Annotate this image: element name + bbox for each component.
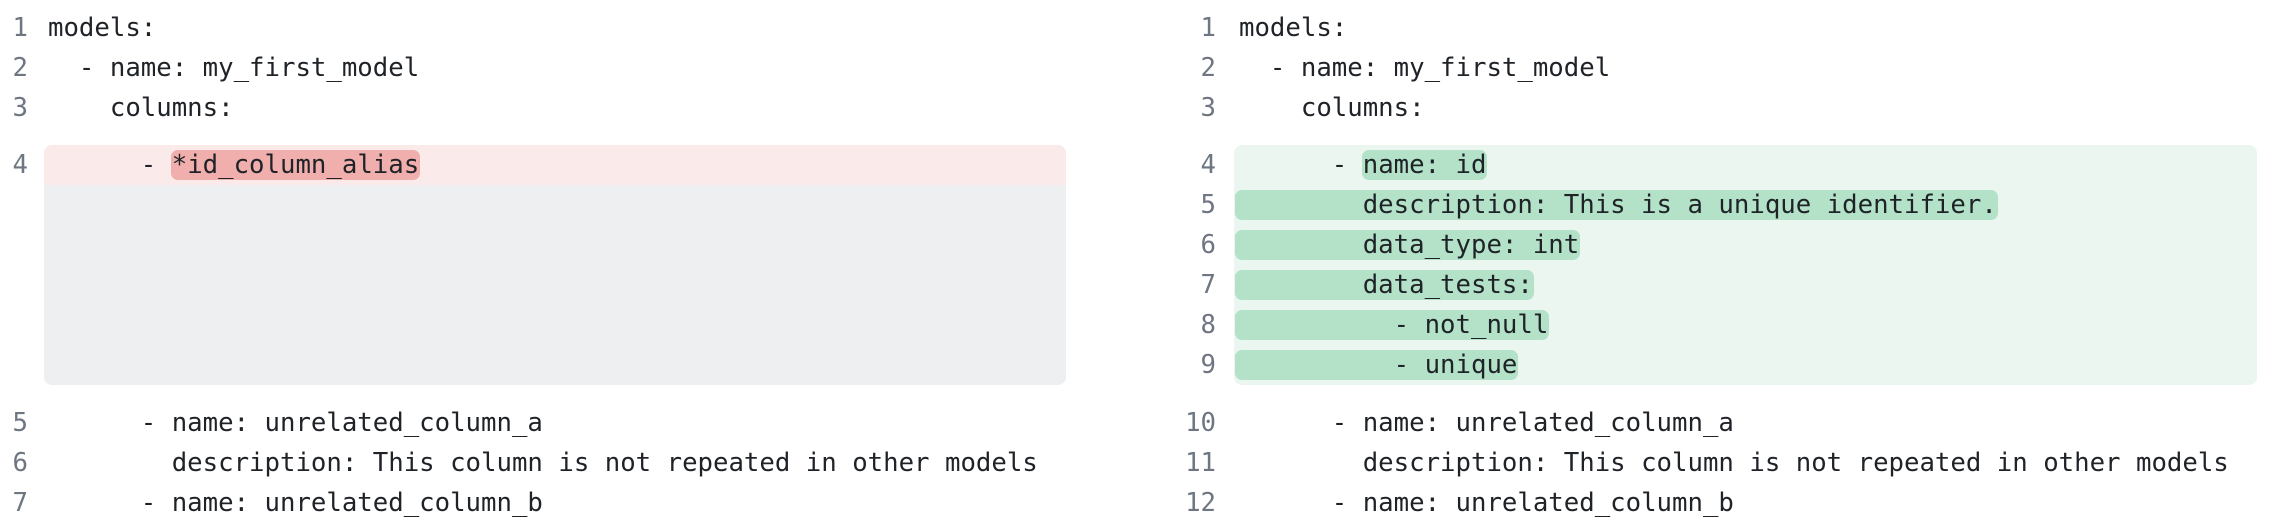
line-code: description: This is a unique identifier… (1235, 185, 1998, 225)
line-prefix: - (1239, 150, 1363, 180)
changed-text-highlight: - not_null (1235, 310, 1550, 340)
line-code: - name: unrelated_column_a (1239, 408, 1734, 438)
code-line: 11 description: This column is not repea… (1150, 443, 2270, 483)
line-number: 9 (1200, 350, 1216, 380)
added-line: 8 - not_null (1150, 305, 2270, 345)
changed-text-highlight: description: This is a unique identifier… (1235, 190, 1998, 220)
line-code: - name: unrelated_column_b (1239, 488, 1734, 518)
added-line: 7 data_tests: (1150, 265, 2270, 305)
changed-text-highlight: data_type: int (1235, 230, 1581, 260)
removed-hunk (44, 145, 1066, 385)
line-code: models: (1239, 13, 1348, 43)
line-code: - name: id (1239, 145, 1488, 185)
line-number: 1 (1200, 13, 1216, 43)
line-code: models: (48, 13, 157, 43)
line-number: 4 (1200, 150, 1216, 180)
line-number: 3 (1200, 93, 1216, 123)
line-code: data_tests: (1235, 265, 1534, 305)
line-number: 5 (1200, 190, 1216, 220)
line-number: 2 (12, 53, 28, 83)
removed-line: 4 - *id_column_alias (0, 145, 1080, 185)
added-line: 4 - name: id (1150, 145, 2270, 185)
line-code: - name: unrelated_column_b (48, 488, 543, 518)
line-code: - not_null (1235, 305, 1550, 345)
line-number: 4 (12, 150, 28, 180)
line-number: 3 (12, 93, 28, 123)
code-line: 12 - name: unrelated_column_b (1150, 483, 2270, 523)
line-number: 2 (1200, 53, 1216, 83)
code-line: 6 description: This column is not repeat… (0, 443, 1080, 483)
added-line: 5 description: This is a unique identifi… (1150, 185, 2270, 225)
line-code: - name: my_first_model (48, 53, 420, 83)
line-number: 11 (1185, 448, 1216, 478)
code-line: 5 - name: unrelated_column_a (0, 403, 1080, 443)
added-line: 6 data_type: int (1150, 225, 2270, 265)
line-code: - *id_column_alias (48, 145, 421, 185)
code-line: 2 - name: my_first_model (0, 48, 1080, 88)
line-code: description: This column is not repeated… (48, 448, 1038, 478)
changed-text-highlight: *id_column_alias (170, 150, 421, 180)
line-code: columns: (48, 93, 234, 123)
line-number: 8 (1200, 310, 1216, 340)
line-number: 1 (12, 13, 28, 43)
line-code: - name: unrelated_column_a (48, 408, 543, 438)
added-line: 9 - unique (1150, 345, 2270, 385)
line-number: 12 (1185, 488, 1216, 518)
code-line: 1 models: (0, 8, 1080, 48)
line-number: 5 (12, 408, 28, 438)
code-line: 1 models: (1150, 8, 2270, 48)
line-code: - unique (1235, 345, 1519, 385)
code-line: 3 columns: (1150, 88, 2270, 128)
code-line: 7 - name: unrelated_column_b (0, 483, 1080, 523)
line-code: columns: (1239, 93, 1425, 123)
line-code: description: This column is not repeated… (1239, 448, 2229, 478)
changed-text-highlight: name: id (1361, 150, 1488, 180)
line-number: 6 (12, 448, 28, 478)
line-code: - name: my_first_model (1239, 53, 1611, 83)
changed-text-highlight: - unique (1235, 350, 1519, 380)
line-number: 7 (1200, 270, 1216, 300)
code-line: 2 - name: my_first_model (1150, 48, 2270, 88)
code-line: 3 columns: (0, 88, 1080, 128)
code-line: 10 - name: unrelated_column_a (1150, 403, 2270, 443)
line-number: 7 (12, 488, 28, 518)
line-code: data_type: int (1235, 225, 1581, 265)
line-prefix: - (48, 150, 172, 180)
line-number: 6 (1200, 230, 1216, 260)
added-hunk (1234, 145, 2257, 385)
changed-text-highlight: data_tests: (1235, 270, 1534, 300)
line-number: 10 (1185, 408, 1216, 438)
